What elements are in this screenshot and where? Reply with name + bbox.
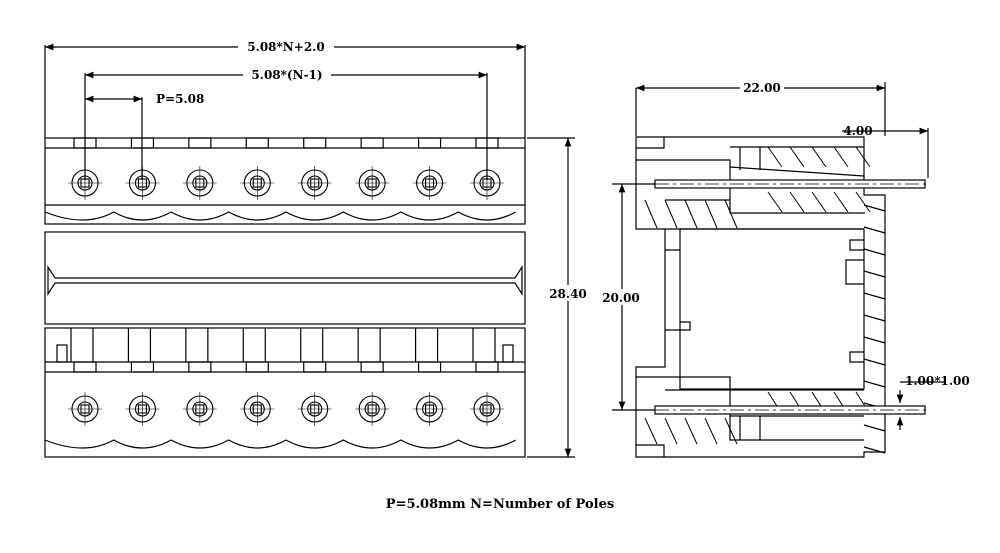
- pole-screw: [297, 392, 332, 426]
- pole-screw: [125, 166, 160, 200]
- pole-screw: [182, 166, 217, 200]
- pole-screw: [68, 392, 102, 426]
- pole-screw: [68, 166, 102, 200]
- pole-screw: [412, 392, 447, 426]
- depth-label: 22.00: [743, 81, 781, 95]
- pole-screw: [182, 392, 217, 426]
- pole-screw: [355, 166, 390, 200]
- height-label: 28.40: [549, 287, 587, 301]
- upper-wave-edge: [44, 211, 517, 221]
- pitch-label: P=5.08: [156, 92, 204, 106]
- side-view: [612, 82, 945, 458]
- lower-plug-body: [44, 327, 526, 458]
- pole-screw: [297, 166, 332, 200]
- pole-screw: [240, 392, 275, 426]
- pin-protrusion-label: 4.00: [843, 124, 872, 138]
- front-view: [44, 43, 575, 458]
- pole-screw: [470, 392, 504, 426]
- lower-wave-edge: [44, 439, 517, 449]
- pole-screw: [355, 392, 390, 426]
- pole-screws: [68, 166, 504, 426]
- pole-screw: [412, 166, 447, 200]
- pin-section-label: 1.00*1.00: [905, 374, 970, 388]
- pole-screw: [470, 166, 504, 200]
- pole-screw: [240, 166, 275, 200]
- drawing-caption: P=5.08mm N=Number of Poles: [385, 497, 615, 512]
- pin-spacing-label: 20.00: [602, 291, 640, 305]
- overall-width-label: 5.08*N+2.0: [247, 40, 324, 54]
- pin-span-label: 5.08*(N-1): [251, 68, 322, 82]
- upper-plug-body: [44, 137, 526, 225]
- pole-screw: [125, 392, 160, 426]
